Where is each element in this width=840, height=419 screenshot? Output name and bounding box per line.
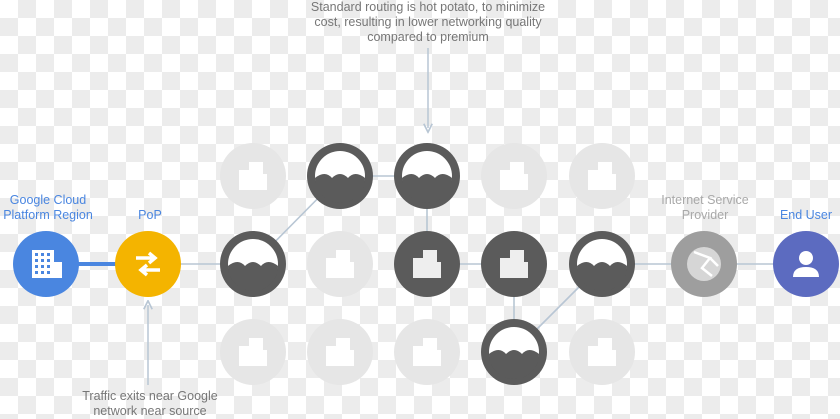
cloud-icon [489,327,539,379]
bottom-annotation: Traffic exits near Google network near s… [82,389,218,418]
node-pop [115,231,181,297]
building-icon [326,338,354,366]
node-region [13,231,79,297]
building-icon [413,338,441,366]
cloud-icon [577,239,627,291]
node-n-r1c3 [481,231,547,297]
building-icon [588,338,616,366]
building-icon [413,250,441,278]
building-icon [239,338,267,366]
node-n-r2c0 [220,319,286,385]
node-n-r1c4 [569,231,635,297]
node-n-r0c4 [569,143,635,209]
node-n-r0c2 [394,143,460,209]
building-icon [326,250,354,278]
node-n-r2c4 [569,319,635,385]
building-icon [239,162,267,190]
node-isp [671,231,737,297]
swap-arrows-icon [136,251,160,277]
person-icon [793,251,819,277]
pop-label: PoP [138,208,162,222]
node-n-r0c1 [307,143,373,209]
node-n-r2c3 [481,319,547,385]
cloud-icon [402,151,452,203]
node-n-r2c1 [307,319,373,385]
node-n-r1c1 [307,231,373,297]
node-n-r0c3 [481,143,547,209]
top-annotation: Standard routing is hot potato, to minim… [310,0,546,44]
building-icon [588,162,616,190]
cloud-icon [315,151,365,203]
end-user-label: End User [779,208,833,222]
node-n-r1c2 [394,231,460,297]
node-end-user [773,231,839,297]
node-n-r2c2 [394,319,460,385]
building-icon [500,250,528,278]
building-icon [500,162,528,190]
cloud-icon [228,239,278,291]
globe-icon [687,247,721,281]
node-n-r1c0 [220,231,286,297]
nodes [13,143,839,385]
building-icon [32,250,62,278]
isp-label: Internet Service Provider [661,193,749,222]
node-n-r0c0 [220,143,286,209]
region-label: Google Cloud Platform Region [3,193,93,222]
